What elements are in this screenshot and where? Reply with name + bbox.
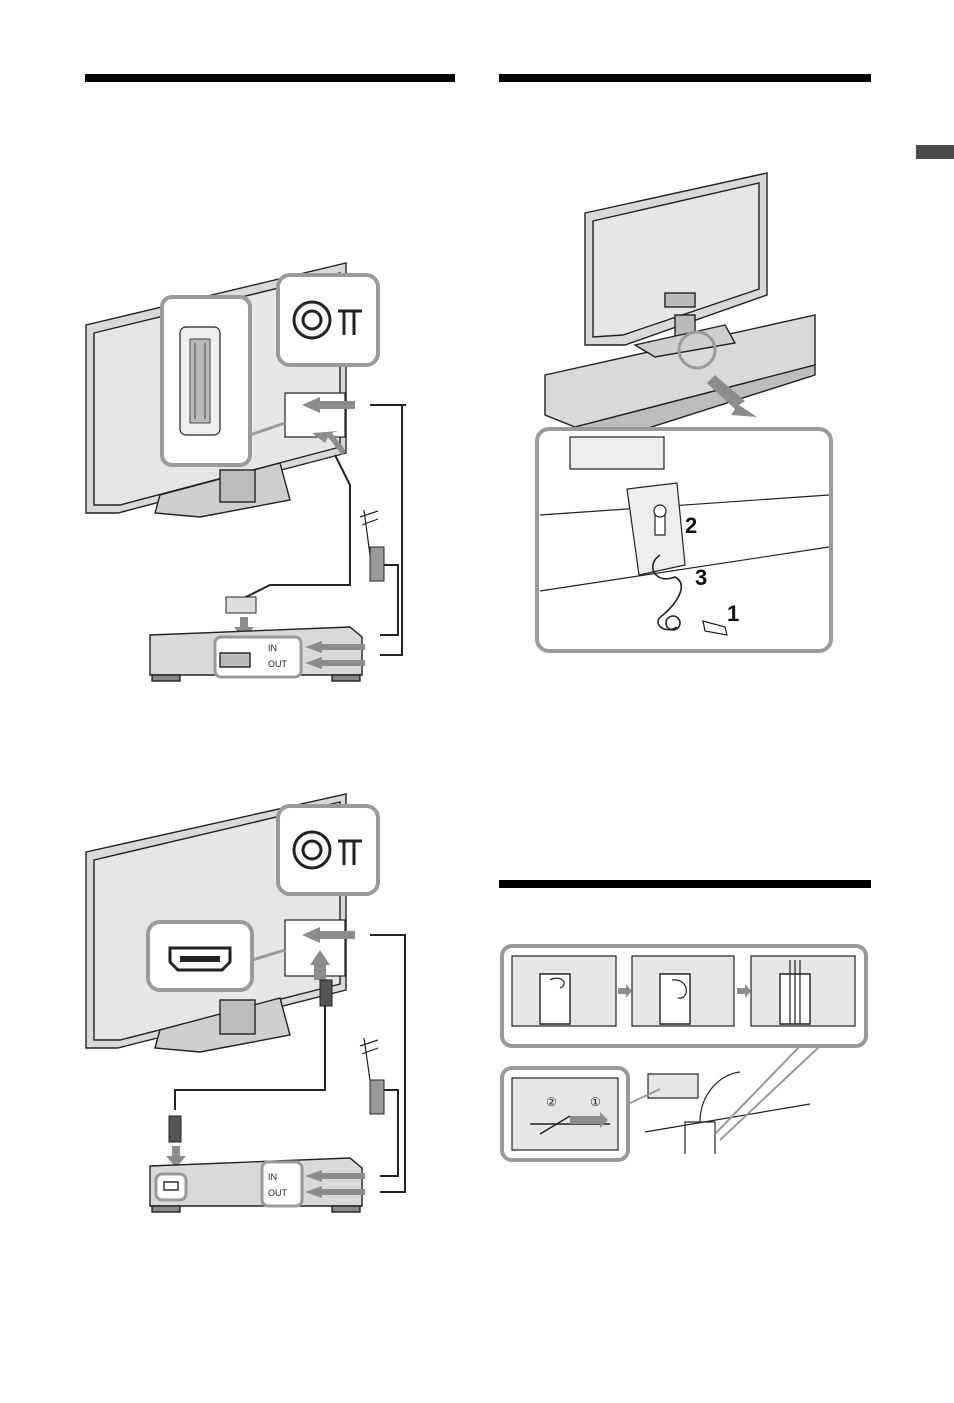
tv-on-stand [545,173,815,445]
scart-connection-diagram: IN OUT [80,255,440,695]
scart-in-label: IN [268,643,277,653]
top-left-rule [85,74,455,82]
clip-step-1-label: ① [590,1095,601,1109]
securing-tv-diagram: 2 3 1 [535,165,835,655]
step-3-label: 3 [695,565,707,590]
recorder-device-1 [150,627,362,681]
cable-management-diagram: ② ① [500,944,870,1164]
hdmi-connector-icon [170,948,230,970]
scart-out-label: OUT [268,659,288,669]
step-2-label: 2 [685,513,697,538]
section-tab-marker [916,145,954,159]
aerial-socket-callout [278,275,378,365]
scart-socket-callout [162,297,250,465]
step-1-label: 1 [727,601,739,626]
hdmi-out-label: OUT [268,1188,288,1198]
scart-connector-icon [190,339,210,423]
recorder-device-2 [150,1158,362,1212]
hdmi-socket-callout [148,922,252,990]
mid-right-rule [499,880,871,888]
top-right-rule [499,74,871,82]
aerial-socket-callout-2 [278,806,378,894]
hdmi-in-label: IN [268,1172,277,1182]
hdmi-connection-diagram: IN OUT [80,790,440,1220]
clip-step-2-label: ② [546,1095,557,1109]
